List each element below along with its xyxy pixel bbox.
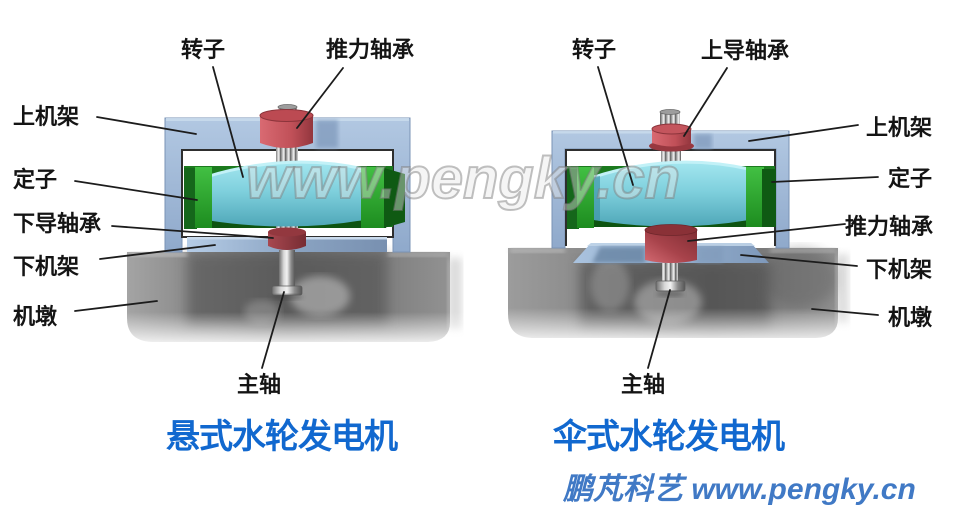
pointer-right-thrust-bearing: [687, 223, 846, 242]
pointer-left-lower-guide-bearing: [111, 225, 274, 239]
pointer-right-stator: [771, 176, 879, 183]
label-right-upper-guide-bearing: 上导轴承: [701, 38, 790, 63]
label-right-lower-bracket: 下机架: [866, 257, 933, 282]
pointer-left-lower-bracket: [99, 244, 216, 260]
pointer-left-stator: [74, 180, 198, 201]
label-left-upper-bracket: 上机架: [13, 104, 80, 129]
label-right-rotor: 转子: [572, 37, 617, 62]
left-main-shaft-shape: [271, 250, 303, 300]
label-right-thrust-bearing: 推力轴承: [845, 214, 934, 239]
left-machine-illustration: [120, 104, 465, 352]
footer-brand: 鹏芃科艺 www.pengky.cn: [563, 473, 916, 506]
pointer-left-pier: [74, 300, 158, 312]
pointer-left-rotor: [212, 66, 244, 178]
label-right-pier: 机墩: [888, 305, 933, 330]
right-thrust-bearing-shape: [644, 224, 698, 263]
right-stator-shape: [567, 167, 776, 229]
pointer-right-upper-guide-bearing: [683, 67, 728, 137]
right-upper-guide-bearing-shape: [649, 123, 694, 152]
pointer-right-lower-bracket: [740, 254, 858, 267]
pointer-right-rotor: [597, 66, 634, 186]
caption-suspended-type: 悬式水轮发电机: [166, 418, 398, 456]
left-thrust-bearing-shape: [259, 109, 314, 148]
label-left-pier: 机墩: [13, 304, 58, 329]
left-lower-guide-bearing-shape: [268, 227, 306, 250]
label-right-main-shaft: 主轴: [621, 372, 666, 397]
pointer-left-upper-bracket: [96, 116, 197, 135]
pointer-right-pier: [811, 308, 879, 316]
pointer-right-upper-bracket: [748, 124, 859, 142]
label-left-stator: 定子: [13, 167, 58, 192]
right-machine-illustration: [500, 109, 852, 350]
label-right-stator: 定子: [888, 166, 933, 191]
label-left-lower-guide-bearing: 下导轴承: [13, 211, 102, 236]
pointer-right-main-shaft: [647, 289, 671, 369]
label-left-thrust-bearing: 推力轴承: [326, 37, 415, 62]
label-left-rotor: 转子: [181, 37, 226, 62]
left-stator-shape: [184, 167, 405, 229]
pointer-left-thrust-bearing: [296, 67, 344, 129]
label-left-main-shaft: 主轴: [237, 372, 282, 397]
left-rotor-shape: [206, 162, 364, 227]
label-left-lower-bracket: 下机架: [13, 254, 80, 279]
label-right-upper-bracket: 上机架: [866, 115, 933, 140]
pointer-left-main-shaft: [261, 291, 285, 369]
pointer-lines: [74, 66, 879, 369]
right-main-shaft-shape: [655, 263, 686, 297]
caption-umbrella-type: 伞式水轮发电机: [553, 418, 785, 456]
right-rotor-shape: [594, 162, 749, 227]
